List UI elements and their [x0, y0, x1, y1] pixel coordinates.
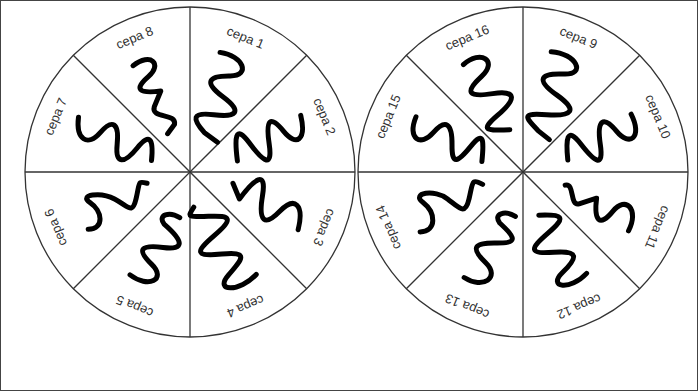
strain-label: cepa 13 [443, 291, 491, 323]
petri-dish-right [358, 7, 688, 337]
strain-label: cepa 9 [558, 23, 600, 52]
petri-dish-left [25, 7, 355, 337]
strain-label: cepa 2 [311, 95, 340, 137]
strain-label: cepa 3 [311, 207, 340, 249]
strain-label: cepa 8 [113, 23, 155, 52]
strain-label: cepa 10 [642, 92, 674, 140]
strain-label: cepa 1 [225, 23, 267, 52]
strain-label: cepa 6 [41, 207, 70, 249]
bacterial-growth [70, 50, 643, 295]
strain-label: cepa 16 [443, 21, 491, 53]
strain-label: cepa 15 [372, 92, 404, 140]
strain-label: cepa 14 [372, 204, 404, 252]
strain-label: cepa 7 [41, 95, 70, 137]
strain-label: cepa 11 [642, 204, 673, 252]
strain-label: cepa 4 [225, 292, 267, 321]
strain-label: cepa 12 [555, 291, 603, 323]
strain-label: cepa 5 [113, 292, 155, 321]
